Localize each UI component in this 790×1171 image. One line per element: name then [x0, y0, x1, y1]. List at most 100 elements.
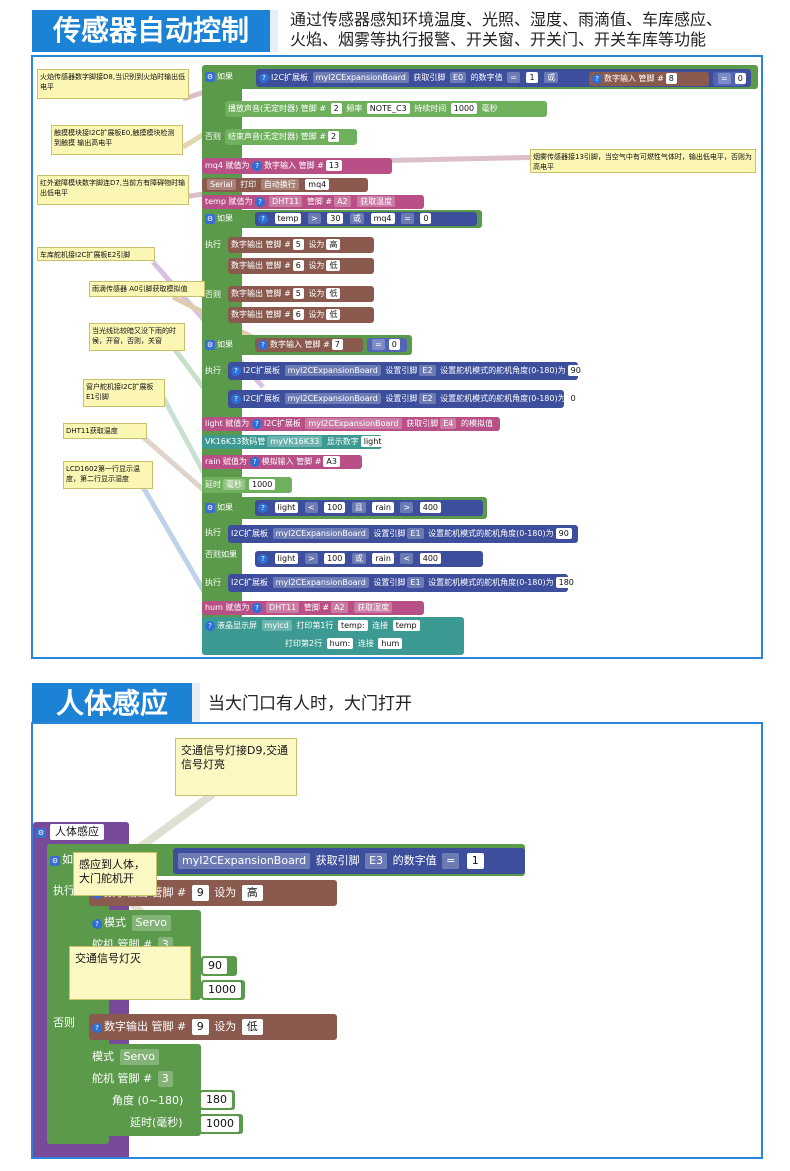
angle-input[interactable]: 0 [567, 393, 579, 404]
digital-out-9-low[interactable]: ?数字输出 管脚 # 9 设为 低 [89, 1014, 337, 1040]
gear-icon[interactable]: ⚙ [205, 340, 215, 350]
pin-e2-dropdown[interactable]: E2 [419, 365, 436, 376]
pin-e3-dropdown[interactable]: E3 [365, 853, 388, 869]
gear-icon[interactable]: ⚙ [205, 503, 215, 513]
var-light[interactable]: light [274, 502, 299, 513]
value-input[interactable]: 30 [327, 213, 344, 224]
var-mq4[interactable]: mq4 [370, 213, 395, 224]
servo-delay-socket-2[interactable]: 1000 [199, 1114, 243, 1134]
serial-print-block[interactable]: Serial 打印 自动换行 mq4 [202, 178, 368, 192]
delay-input[interactable]: 1000 [249, 479, 276, 490]
assign-temp-block[interactable]: temp 赋值为 ?DHT11 管脚 #A2 获取温度 [202, 195, 424, 209]
pin-input[interactable]: 13 [325, 160, 343, 171]
help-icon[interactable]: ? [231, 394, 241, 404]
delay-input[interactable]: 1000 [203, 982, 241, 998]
gear-icon[interactable]: ⚙ [50, 856, 60, 866]
level-dropdown[interactable]: 低 [326, 288, 341, 299]
level-dropdown[interactable]: 低 [326, 260, 341, 271]
value-input[interactable]: 100 [324, 553, 346, 564]
comment-lcd[interactable]: LCD1602第一行显示温度，第二行显示湿度 [63, 461, 153, 489]
var-light[interactable]: light [274, 553, 299, 564]
angle-input[interactable]: 180 [555, 577, 577, 588]
angle-input[interactable]: 180 [201, 1092, 232, 1108]
assign-light-block[interactable]: light 赋值为 ?I2C扩展板 myI2CExpansionBoard 获取… [202, 417, 500, 431]
help-icon[interactable]: ? [92, 919, 102, 929]
pin-e0-dropdown[interactable]: E0 [449, 72, 467, 83]
comment-rain[interactable]: 雨滴传感器 A0引脚获取模拟值 [89, 281, 205, 297]
comment-garage[interactable]: 车库舵机接I2C扩展板E2引脚 [37, 247, 155, 261]
comment-ir[interactable]: 红外避障模块数字脚连D7,当前方有障碍物时输出低电平 [37, 175, 189, 205]
light-rain-or-condition[interactable]: ? light > 100 或 rain < 400 [255, 551, 483, 567]
help-icon[interactable]: ? [231, 366, 241, 376]
dht-dropdown[interactable]: DHT11 [269, 196, 303, 207]
digital-input-block[interactable]: ?数字输入 管脚 #8 [589, 72, 709, 86]
value-input[interactable]: 1 [466, 853, 484, 869]
comment-light[interactable]: 当光线比较暗又没下雨的时候，开窗，否则，关窗 [89, 323, 185, 351]
function-name-input[interactable]: 人体感应 [50, 824, 104, 840]
assign-rain-block[interactable]: rain 赋值为 ?模拟输入 管脚 #A3 [202, 455, 362, 469]
dht-dropdown[interactable]: DHT11 [266, 602, 300, 613]
comment-touch[interactable]: 触摸模块接I2C扩展板E0,触摸模块检测到触摸 输出高电平 [51, 125, 183, 155]
digital-input-7-block[interactable]: ?数字输入 管脚 #7 [255, 338, 363, 352]
help-icon[interactable]: ? [258, 554, 268, 564]
workspace-panel-human[interactable]: ⚙人体感应 ⚙如果 myI2CExpansionBoard 获取引脚 E3 的数… [31, 722, 763, 1159]
pin-input[interactable]: 5 [292, 288, 304, 299]
help-icon[interactable]: ? [92, 1023, 102, 1033]
var-rain[interactable]: rain [205, 457, 221, 466]
board-dropdown[interactable]: myI2CExpansionBoard [312, 72, 409, 83]
help-icon[interactable]: ? [252, 603, 263, 613]
value-input[interactable]: 400 [419, 553, 442, 564]
compare-zero-block[interactable]: =0 [367, 338, 407, 352]
var-light[interactable]: light [360, 436, 385, 447]
level-dropdown[interactable]: 低 [241, 1019, 263, 1035]
board-dropdown[interactable]: myI2CExpansionBoard [272, 528, 369, 539]
function-header[interactable]: ⚙ 人体感应 [33, 822, 129, 842]
servo-delay-socket[interactable]: 1000 [201, 980, 245, 1000]
wrap-dropdown[interactable]: 自动换行 [260, 179, 299, 190]
pin-dropdown[interactable]: A2 [331, 602, 348, 613]
digital-out-5-high[interactable]: 数字输出 管脚 #5 设为高 [228, 237, 374, 253]
comment-light-on[interactable]: 交通信号灯接D9,交通信号灯亮 [175, 738, 297, 796]
eq-op-dropdown[interactable]: = [372, 339, 385, 350]
gear-icon[interactable]: ⚙ [205, 72, 215, 82]
help-icon[interactable]: ? [255, 197, 266, 207]
servo-angle-socket-2[interactable]: 180 [199, 1090, 235, 1110]
value-input[interactable]: 1 [526, 72, 538, 83]
help-icon[interactable]: ? [259, 73, 269, 83]
help-icon[interactable]: ? [258, 503, 268, 513]
if-block-container[interactable] [202, 65, 242, 655]
eq-op-dropdown[interactable]: = [718, 73, 731, 84]
assign-mq4-block[interactable]: mq4 赋值为 ?数字输入 管脚 #13 [202, 158, 392, 174]
eq-op-dropdown[interactable]: = [401, 213, 414, 224]
text-temp-input[interactable]: temp: [337, 620, 368, 631]
comment-smoke[interactable]: 烟雾传感器接13引脚，当空气中有可燃性气体时，输出低电平，否则为高电平 [530, 149, 756, 173]
lt-op-dropdown[interactable]: < [304, 502, 318, 513]
pin-input[interactable]: 2 [328, 131, 340, 142]
board-dropdown[interactable]: myI2CExpansionBoard [284, 365, 381, 376]
servo-block-close[interactable]: 模式 Servo 舵机 管脚 # 3 角度 (0~180) 延时(毫秒) [89, 1044, 201, 1136]
note-input[interactable]: NOTE_C3 [366, 103, 410, 114]
lt-op-dropdown[interactable]: < [400, 553, 414, 564]
pin-input[interactable]: 6 [292, 309, 304, 320]
var-rain[interactable]: rain [372, 553, 394, 564]
level-dropdown[interactable]: 高 [326, 239, 341, 250]
unit-dropdown[interactable]: 毫秒 [223, 479, 245, 490]
text-hum-input[interactable]: hum: [326, 638, 354, 649]
workspace-panel-sensors[interactable]: ⚙如果 ?I2C扩展板 myI2CExpansionBoard 获取引脚 E0 … [31, 55, 763, 659]
gear-icon[interactable]: ⚙ [36, 828, 46, 838]
digital-out-6-low-2[interactable]: 数字输出 管脚 #6 设为低 [228, 307, 374, 323]
angle-input[interactable]: 90 [567, 365, 584, 376]
pin-input[interactable]: 2 [330, 103, 342, 114]
and-op-dropdown[interactable]: 且 [351, 502, 366, 513]
var-mq4[interactable]: mq4 [205, 161, 223, 170]
comment-window[interactable]: 窗户舵机接I2C扩展板E1引脚 [83, 379, 165, 407]
board-dropdown[interactable]: myI2CExpansionBoard [284, 393, 381, 404]
pin-dropdown[interactable]: A2 [334, 196, 351, 207]
pin-input[interactable]: 7 [331, 339, 343, 350]
help-icon[interactable]: ? [205, 621, 215, 631]
light-rain-condition[interactable]: ? light < 100 且 rain > 400 [255, 500, 483, 516]
